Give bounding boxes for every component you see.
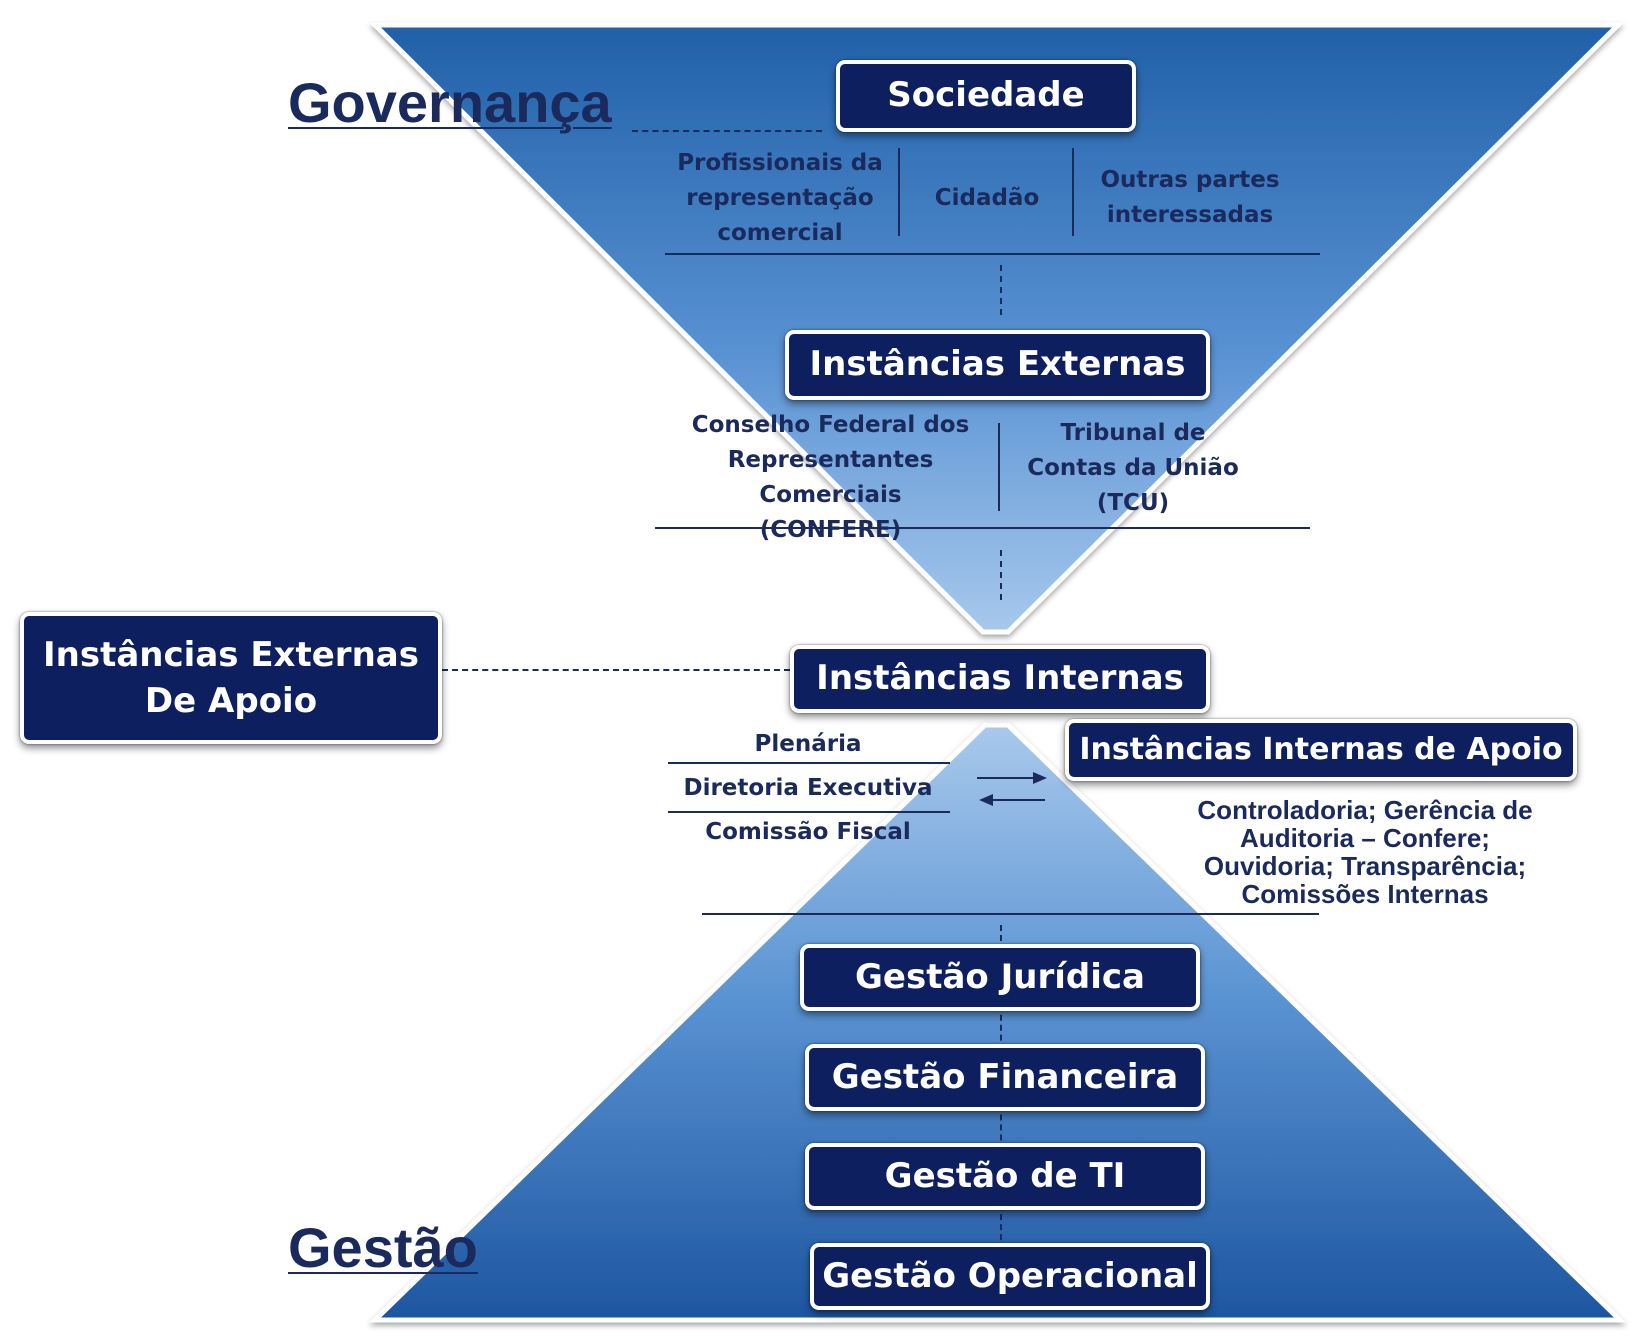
- gestao-juridica-box: Gestão Jurídica: [800, 944, 1200, 1011]
- governance-title: Governança: [288, 71, 612, 134]
- tcu-label: Tribunal de Contas da União (TCU): [1027, 420, 1239, 516]
- sociedade-base-line: [665, 253, 1320, 255]
- sociedade-divider-1: [898, 148, 900, 236]
- comissao-label: Comissão Fiscal: [705, 819, 911, 845]
- connector-sociedade-externas: [1000, 265, 1002, 315]
- externas-divider: [998, 423, 1000, 511]
- externas-base-line: [655, 527, 1310, 529]
- sociedade-divider-2: [1072, 148, 1074, 236]
- apoio-interno-text: Controladoria; Gerência de Auditoria – C…: [1197, 795, 1533, 909]
- instancias-externas-apoio-box: Instâncias Externas De Apoio: [20, 612, 442, 744]
- cidadao-label: Cidadão: [934, 185, 1040, 211]
- management-cone: [368, 722, 1627, 1323]
- diretoria-label: Diretoria Executiva: [683, 775, 933, 801]
- management-title: Gestão: [288, 1216, 478, 1279]
- confere-label: Conselho Federal dos Representantes Come…: [691, 412, 970, 543]
- governance-cone: [368, 22, 1625, 635]
- gestao-financeira-box: Gestão Financeira: [805, 1044, 1205, 1111]
- governance-connector: [632, 130, 822, 132]
- profissionais-label: Profissionais da representação comercial: [677, 150, 883, 246]
- gestao-ti-box: Gestão de TI: [805, 1143, 1205, 1210]
- plenaria-label: Plenária: [754, 731, 862, 757]
- gestao-operacional-box: Gestão Operacional: [810, 1243, 1210, 1310]
- sociedade-box: Sociedade: [836, 60, 1136, 132]
- connector-externas-internas: [1000, 550, 1002, 600]
- instancias-externas-box: Instâncias Externas: [785, 330, 1210, 400]
- internas-line-1: [668, 762, 950, 764]
- external-support-connector: [442, 669, 790, 671]
- exchange-arrows-icon: [977, 772, 1047, 806]
- gestao-top-line: [702, 913, 1319, 915]
- outras-partes-label: Outras partes interessadas: [1100, 167, 1280, 228]
- internas-line-2: [668, 811, 950, 813]
- instancias-internas-box: Instâncias Internas: [790, 645, 1210, 713]
- instancias-internas-apoio-box: Instâncias Internas de Apoio: [1065, 719, 1577, 781]
